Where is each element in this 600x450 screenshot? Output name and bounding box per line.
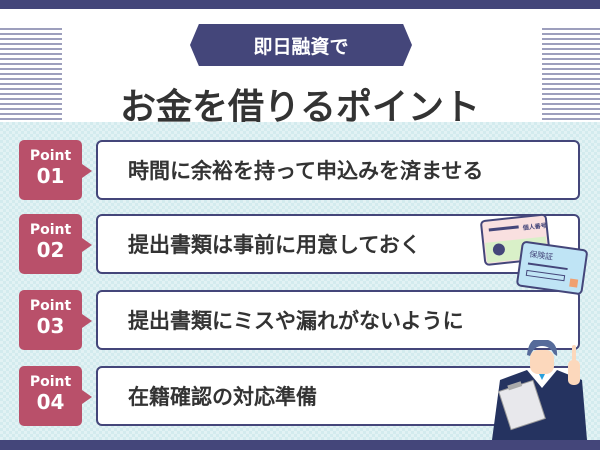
subtitle-ribbon: 即日融資で: [190, 24, 412, 66]
top-bar: [0, 0, 600, 9]
point-box-01: 時間に余裕を持って申込みを済ませる: [96, 140, 580, 200]
insurance-card-label: 保険証: [529, 249, 554, 262]
id-cards-illustration: 個人番号 保険証: [480, 213, 588, 295]
stripes-right: [542, 28, 600, 122]
page-title: お金を借りるポイント: [119, 87, 480, 128]
point-box-03: 提出書類にミスや漏れがないように: [96, 290, 580, 350]
businessman-illustration: [492, 340, 587, 440]
bottom-bar: [0, 440, 600, 450]
stripes-left: [0, 28, 62, 122]
mynumber-card-label: 個人番号: [521, 221, 547, 232]
